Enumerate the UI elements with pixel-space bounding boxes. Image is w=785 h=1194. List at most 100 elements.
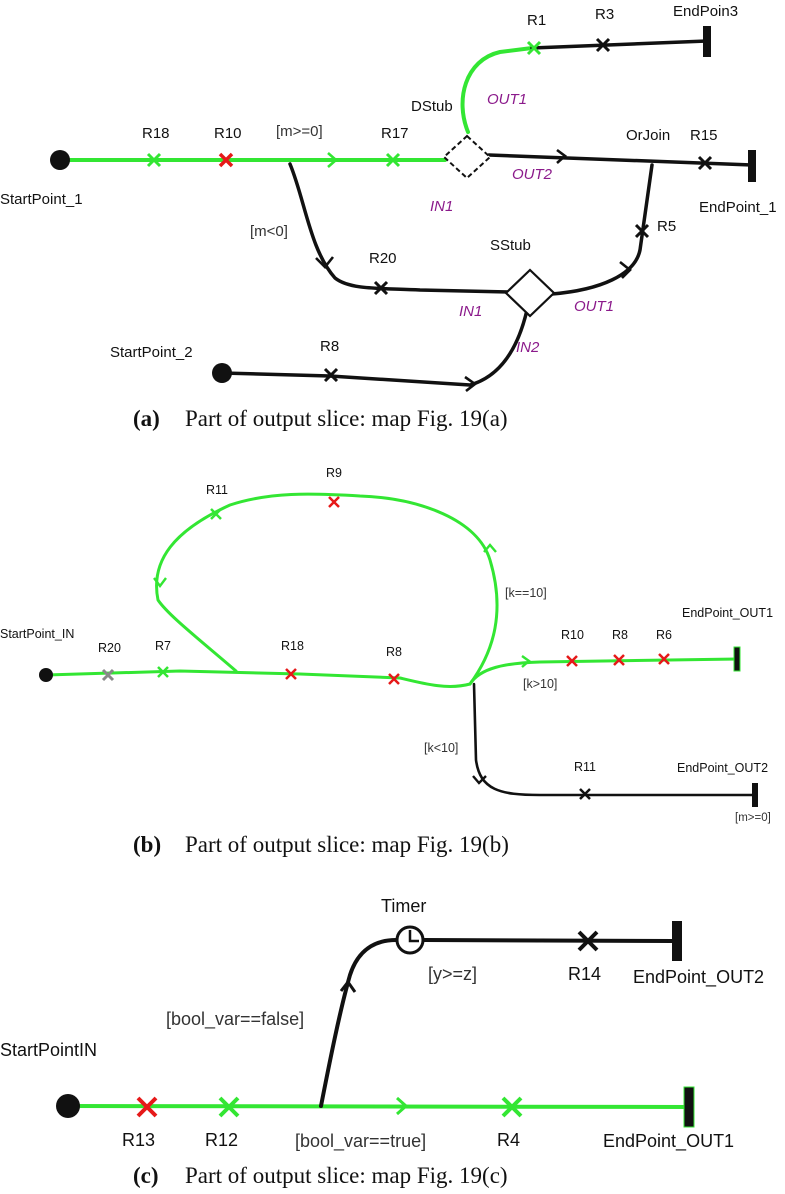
start-point-in [39,668,53,682]
marker-r10-a [218,152,234,168]
label-cond-k-eq-10: [k==10] [505,586,547,600]
marker-r14-c [577,930,599,952]
label-dstub-out2: OUT2 [512,166,553,183]
marker-r10-out-b [566,655,578,667]
label-r7-b: R7 [155,639,171,653]
label-endpoint-out1-b: EndPoint_OUT1 [682,606,773,620]
arrow-a3 [315,256,335,269]
label-r3-a: R3 [595,6,614,23]
caption-a-text: Part of output slice: map Fig. 19(a) [185,406,508,431]
label-start-point-in: StartPoint_IN [0,627,74,641]
label-r14-c: R14 [568,964,601,984]
arrow-c1 [396,1096,409,1116]
green-path-up-a [460,46,534,134]
black-path-mlt0 [288,162,512,294]
arrow-b3 [521,655,531,668]
marker-r13-c [136,1096,158,1118]
arrow-b1 [153,577,167,588]
label-r13-c: R13 [122,1130,155,1150]
black-path-out2-b [472,682,757,797]
marker-r4-c [501,1096,523,1118]
label-r20-b: R20 [98,641,121,655]
label-sstub: SStub [490,237,531,254]
label-dstub: DStub [411,98,453,115]
label-cond-bool-false: [bool_var==false] [166,1009,304,1030]
start-point-1 [50,150,70,170]
label-cond-m-ge-0: [m>=0] [276,123,323,140]
label-r8-out-b: R8 [612,628,628,642]
arrow-c2 [339,979,357,993]
marker-r5-a [634,223,650,239]
caption-b-text: Part of output slice: map Fig. 19(b) [185,832,509,857]
black-path-timer-out-c [422,938,674,943]
arrow-a1 [327,152,338,168]
arrow-b2 [483,543,497,553]
marker-r11-out-b [579,788,591,800]
label-r8-a: R8 [320,338,339,355]
label-cond-y-ge-z: [y>=z] [428,964,477,984]
label-endpoint-out2-b: EndPoint_OUT2 [677,761,768,775]
label-r6-out-b: R6 [656,628,672,642]
label-start-point-1: StartPoint_1 [0,191,83,208]
label-end-point-1: EndPoint_1 [699,199,777,216]
label-start-point-2: StartPoint_2 [110,344,193,361]
start-point-c [56,1094,80,1118]
black-path-sstub-out [550,163,654,296]
panel-a: StartPoint_1 StartPoint_2 EndPoint_1 End… [0,3,777,431]
label-r8-b: R8 [386,645,402,659]
label-r1-a: R1 [527,12,546,29]
label-endpoint-out2-c: EndPoint_OUT2 [633,967,764,988]
end-bar-out1-b [733,646,741,672]
label-r9-b: R9 [326,466,342,480]
marker-r9-b [328,496,340,508]
label-r12-c: R12 [205,1130,238,1150]
label-r10-out-b: R10 [561,628,584,642]
label-dstub-in1: IN1 [430,198,453,215]
label-start-point-c: StartPointIN [0,1040,97,1060]
black-path-out2 [487,153,754,167]
label-cond-k-gt-10: [k>10] [523,677,557,691]
marker-r12-c [218,1096,240,1118]
caption-c-text: Part of output slice: map Fig. 19(c) [185,1163,508,1188]
caption-c-label: (c) [133,1163,159,1188]
label-sstub-in1: IN1 [459,303,482,320]
label-endpoint-out1-c: EndPoint_OUT1 [603,1131,734,1152]
label-r18-a: R18 [142,125,170,142]
green-path-main-c [66,1104,692,1109]
marker-r18-b [285,668,297,680]
label-r11-out-b: R11 [574,760,596,774]
caption-b-label: (b) [133,832,161,857]
label-r15-a: R15 [690,127,718,144]
start-point-2 [212,363,232,383]
marker-r20-b [101,668,115,682]
marker-r8-a [323,367,339,383]
black-path-endpoin3 [530,39,709,50]
marker-r1-a [526,40,542,56]
marker-r8-out-b [613,654,625,666]
label-cond-k-lt-10: [k<10] [424,741,458,755]
label-timer: Timer [381,896,426,916]
marker-r17-a [385,152,401,168]
marker-r20-a [373,280,389,296]
black-path-start2 [220,308,529,387]
end-bar-out1-c [683,1086,695,1128]
panel-c: StartPointIN Timer EndPoint_OUT1 EndPoin… [0,896,764,1188]
end-bar-endpoint1 [748,150,756,182]
end-bar-endpoin3 [703,26,711,57]
arrow-a4 [619,260,632,279]
label-r18-b: R18 [281,639,304,653]
panel-b: StartPoint_IN EndPoint_OUT1 EndPoint_OUT… [0,466,773,857]
green-path-loop-b [155,492,499,686]
timer-icon [395,925,425,955]
label-r17-a: R17 [381,125,409,142]
label-end-poin3: EndPoin3 [673,3,738,20]
label-sstub-in2: IN2 [516,339,540,356]
label-r10-a: R10 [214,125,242,142]
marker-r8-b [388,673,400,685]
label-r4-c: R4 [497,1130,520,1150]
marker-r6-out-b [658,653,670,665]
green-path-out1-b [468,657,740,686]
marker-r3-a [595,37,611,53]
arrow-a5 [464,375,478,393]
